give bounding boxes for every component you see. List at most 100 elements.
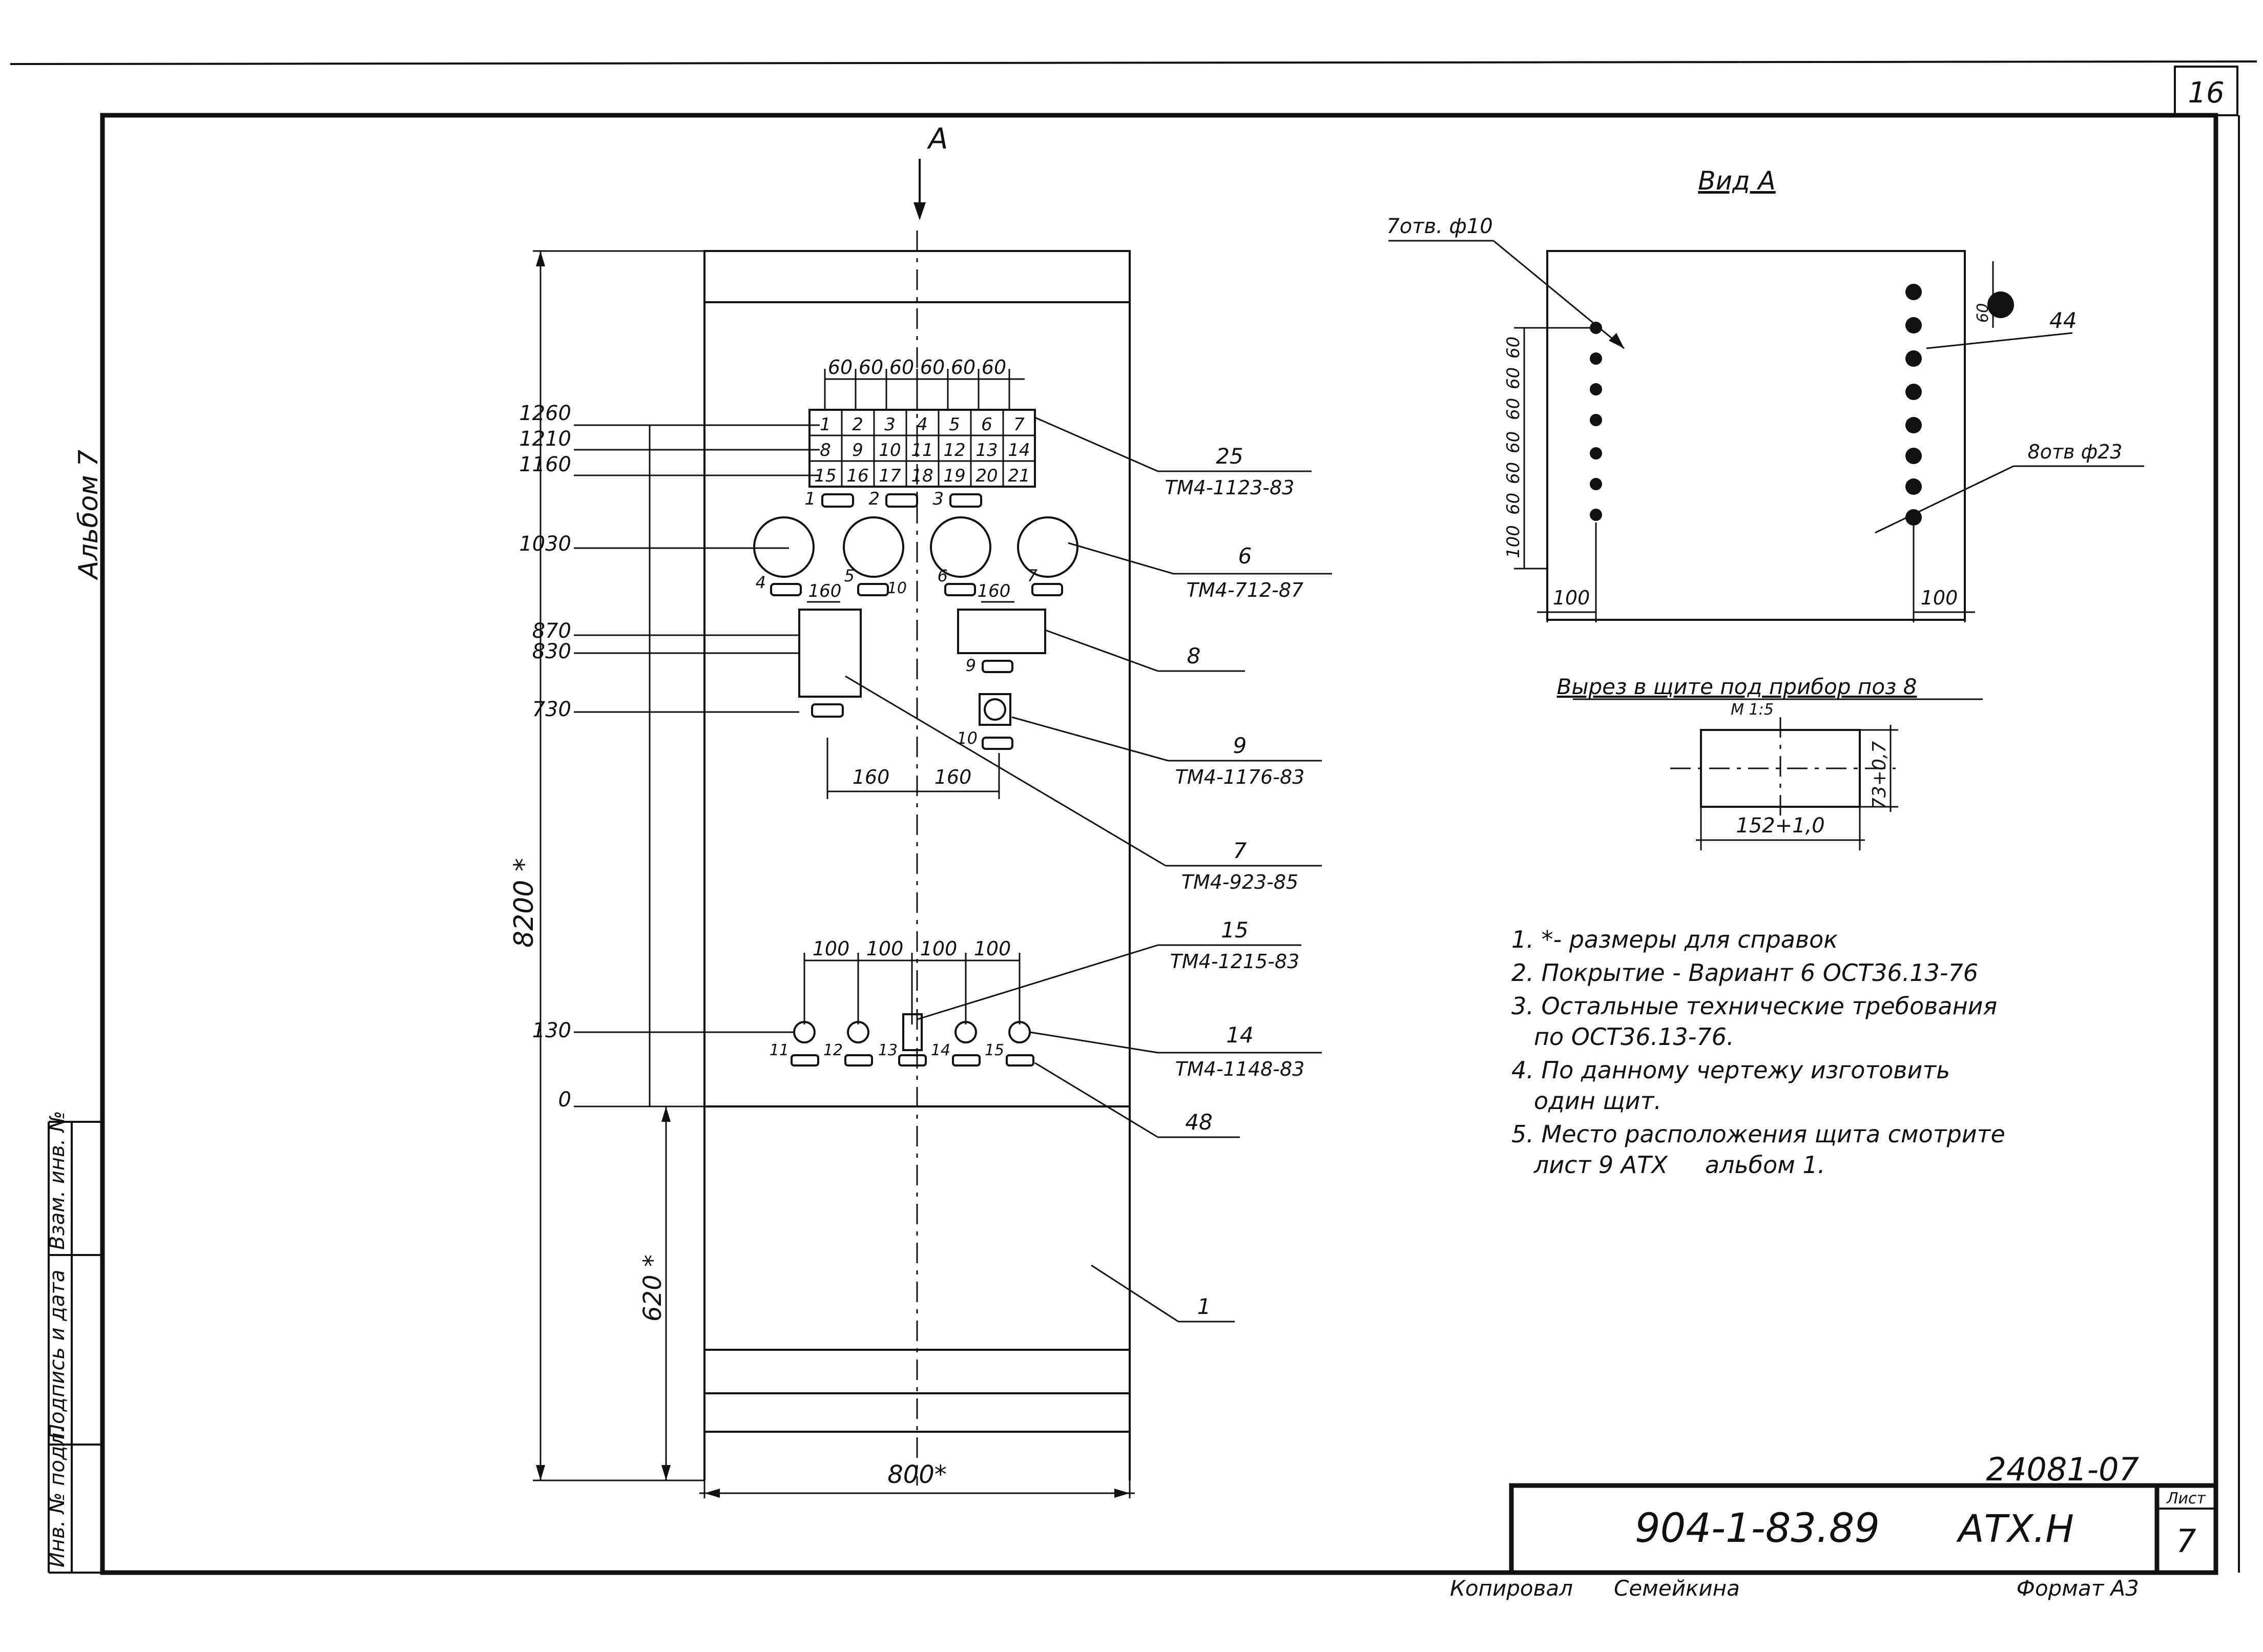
overall-height-text: 8200 * (509, 858, 539, 948)
cutout-scale: М 1:5 (1731, 701, 1774, 719)
level-0: 0 (558, 1088, 571, 1112)
note-1: 1. *- размеры для справок (1511, 926, 1838, 953)
grid-cell-12: 12 (943, 440, 965, 461)
pitch-top-2: 60 (859, 356, 883, 379)
view-a: Вид А 7отв. ф10 60 60 60 60 60 60 100 6 (1386, 166, 2144, 622)
view-arrow-label: А (927, 122, 948, 156)
view-a-sp-3: 60 (1503, 398, 1524, 420)
cutout-width: 152+1,0 (1736, 814, 1824, 838)
format-label: Формат А3 (2017, 1576, 2139, 1601)
view-a-title: Вид А (1698, 166, 1775, 196)
level-dim-chain: 1260 1210 1160 1030 870 830 730 130 0 (519, 402, 820, 1112)
base-height-text: 620 * (638, 1254, 667, 1322)
view-a-holes-label-2: 8отв ф23 (2028, 441, 2123, 463)
offset-mid-right: 160 (935, 766, 972, 788)
plate-10: 10 (887, 579, 907, 597)
pitch-top-4: 60 (920, 356, 945, 379)
plate-9: 9 (966, 656, 976, 675)
pitch-bottom-3: 100 (920, 937, 958, 960)
cutout-detail: Вырез в щите под прибор поз 8 М 1:5 152+… (1557, 674, 1983, 850)
grid-cell-9: 9 (852, 440, 863, 461)
callout-14-doc: ТМ4-1148-83 (1175, 1058, 1305, 1080)
grid-cell-6: 6 (981, 414, 992, 435)
plate-13: 13 (878, 1041, 898, 1059)
view-a-arrow: А (913, 122, 948, 220)
callout-6-pos: 6 (1238, 543, 1252, 569)
round-gauges: 4 5 10 6 7 160 160 (753, 516, 1078, 603)
drawing-frame (100, 113, 2218, 1575)
pitch-top-6: 60 (982, 356, 1006, 379)
plate-2: 2 (868, 489, 880, 509)
bottom-controls: 100 100 100 100 11 12 13 14 15 (770, 937, 1034, 1067)
technical-notes: 1. *- размеры для справок 2. Покрытие - … (1511, 926, 2005, 1179)
doc-number: 904-1-83.89 (1635, 1505, 1880, 1552)
callout-14-pos: 14 (1226, 1022, 1253, 1048)
note-3: 3. Остальные технические требования (1511, 992, 1997, 1020)
view-a-pos-44: 44 (2049, 308, 2077, 333)
pitch-bottom-4: 100 (974, 937, 1011, 960)
view-a-left-dim: 100 (1553, 587, 1590, 609)
callout-48-pos: 48 (1185, 1110, 1212, 1135)
callout-7-pos: 7 (1233, 838, 1247, 863)
view-a-sp-2: 60 (1503, 367, 1524, 389)
grid-cell-7: 7 (1013, 414, 1025, 435)
stamp-signature-date: Подпись и дата (46, 1270, 69, 1439)
callout-leaders: 25 ТМ4-1123-83 6 ТМ4-712-87 8 9 ТМ4-1176… (845, 416, 1332, 1323)
callout-6-doc: ТМ4-712-87 (1187, 579, 1303, 601)
sheet-label: Лист (2166, 1490, 2207, 1508)
doc-mark: АТХ.Н (1956, 1507, 2074, 1551)
view-a-sp-6: 60 (1503, 493, 1524, 515)
view-a-sp-1: 60 (1503, 337, 1524, 359)
offset-mid-left: 160 (853, 766, 890, 788)
callout-25-pos: 25 (1216, 444, 1243, 469)
grid-cell-2: 2 (852, 414, 863, 435)
grid-cell-20: 20 (975, 466, 998, 486)
mid-instruments: 9 10 160 160 (798, 609, 1046, 799)
plate-6: 6 (938, 566, 948, 585)
pitch-bottom-2: 100 (866, 937, 904, 960)
level-870: 870 (532, 619, 571, 643)
overall-height-dim: 8200 * (509, 250, 704, 1481)
callout-9-doc: ТМ4-1176-83 (1175, 766, 1305, 788)
grid-cell-5: 5 (949, 414, 960, 435)
pitch-top-3: 60 (889, 356, 914, 379)
offset-gauge-left: 160 (808, 581, 842, 601)
grid-cell-1: 1 (820, 414, 831, 435)
cutout-height: 73+0,7 (1869, 741, 1890, 809)
stamp-replace-inv: Взам. инв. № (46, 1111, 69, 1250)
panel-front-view (703, 231, 1131, 1486)
sheet-value: 7 (2176, 1522, 2196, 1560)
grid-cell-4: 4 (917, 414, 928, 435)
width-dim: 800* (699, 1460, 1135, 1498)
grid-cell-21: 21 (1008, 466, 1030, 486)
plate-14: 14 (931, 1041, 950, 1059)
sheet-number: 16 (2188, 76, 2224, 110)
grid-cell-17: 17 (879, 466, 901, 486)
scan-edge-line (10, 60, 2257, 65)
note-3-cont: по ОСТ36.13-76. (1511, 1023, 1734, 1051)
note-5-cont: лист 9 АТХ альбом 1. (1511, 1151, 1825, 1179)
view-a-holes-label: 7отв. ф10 (1386, 215, 1492, 238)
grid-name-plates: 1 2 3 (804, 489, 982, 509)
plate-15: 15 (985, 1041, 1004, 1059)
grid-cell-18: 18 (911, 466, 933, 486)
top-pitch-dims: 60 60 60 60 60 60 (824, 356, 1025, 410)
level-1210: 1210 (519, 427, 571, 451)
copied-label: Копировал (1450, 1576, 1573, 1601)
level-130: 130 (532, 1019, 571, 1042)
plate-11: 11 (770, 1041, 789, 1059)
callout-7-doc: ТМ4-923-85 (1181, 871, 1298, 893)
callout-15-pos: 15 (1221, 917, 1248, 943)
grid-cell-15: 15 (814, 466, 836, 486)
plate-12: 12 (823, 1041, 843, 1059)
copier-name: Семейкина (1614, 1576, 1740, 1601)
note-5: 5. Место расположения щита смотрите (1511, 1120, 2005, 1148)
title-block: 24081-07 Лист 7 904-1-83.89 АТХ.Н Копиро… (1450, 1451, 2218, 1601)
view-a-sp-5: 60 (1503, 462, 1524, 484)
callout-25-doc: ТМ4-1123-83 (1165, 476, 1295, 499)
side-stamp: Взам. инв. № Подпись и дата Инв. № подл. (46, 1111, 103, 1574)
note-4-cont: один щит. (1511, 1087, 1662, 1115)
callout-15-doc: ТМ4-1215-83 (1170, 950, 1300, 973)
grid-cell-16: 16 (846, 466, 868, 486)
